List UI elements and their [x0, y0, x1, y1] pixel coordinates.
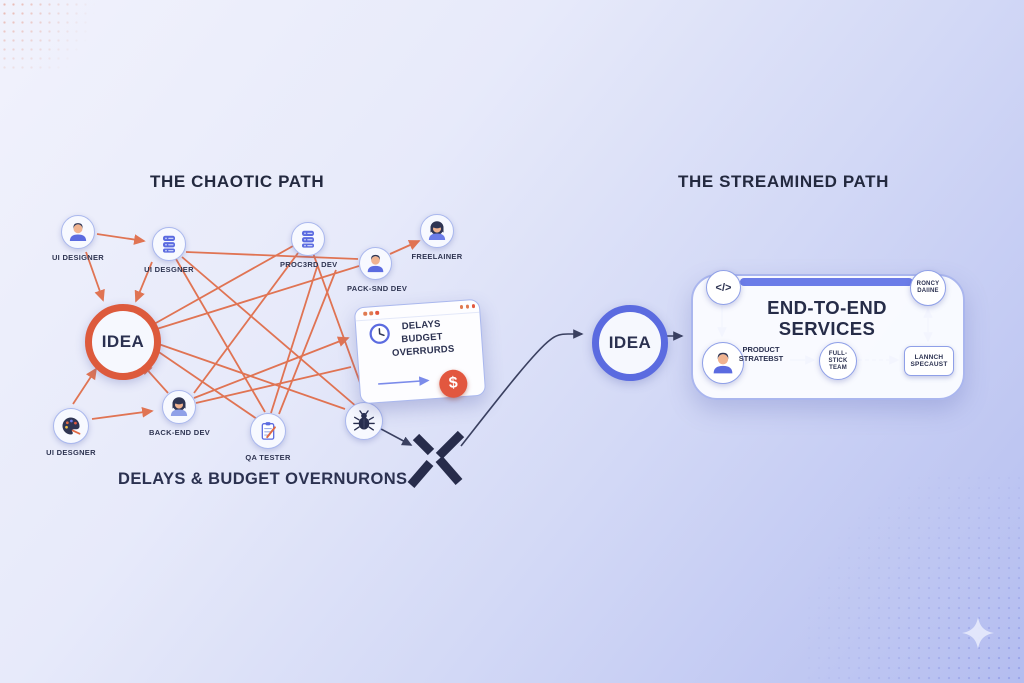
window-dot: [459, 304, 464, 309]
warning-card: DELAYS BUDGET OVERRURDS $: [353, 298, 487, 405]
broken-x-mark: [407, 430, 465, 488]
man-avatar-icon: [713, 352, 733, 374]
node-ui-designer-1: UI DESIGNER: [50, 215, 106, 262]
woman-avatar-icon: [162, 390, 196, 424]
bug-icon: [345, 402, 383, 440]
node-ui-desgner-2: UI DESGNER: [141, 227, 197, 274]
node-ui-desgner-3: UI DESGNER: [43, 408, 99, 457]
node-qa-tester: QA TESTER: [240, 413, 296, 462]
window-dot: [363, 311, 367, 316]
chaotic-path-title: THE CHAOTIC PATH: [150, 172, 325, 191]
badge-circle: RONCY DAIINE: [910, 270, 946, 306]
node-back-end-dev: BACK-END DEV: [149, 390, 210, 437]
card-top-strip: [740, 278, 913, 286]
card-title: END-TO-END SERVICES: [767, 297, 887, 339]
dollar-icon: $: [438, 368, 469, 399]
man-avatar-icon: [358, 247, 392, 280]
node-freelainer: FREELAINER: [409, 214, 465, 261]
node-proc3rd-dev: PROC3RD DEV: [280, 222, 337, 269]
cost-arrow: [378, 376, 430, 386]
product-strategist-avatar: [702, 342, 744, 384]
man-avatar-icon: [61, 215, 95, 249]
chaotic-caption: DELAYS & BUDGET OVERNURONS: [118, 470, 408, 488]
clipboard-icon: [250, 413, 286, 449]
window-dot: [471, 304, 476, 308]
idea-node-chaotic: IDEA: [85, 304, 161, 380]
woman-avatar-icon: [420, 214, 454, 248]
step-product-strategist: PRODUCT STRATEBST: [738, 345, 784, 363]
database-icon: [152, 227, 186, 261]
node-pack-snd-dev: PACK-SND DEV: [347, 247, 407, 293]
sparkle-icon: [962, 617, 994, 649]
window-dot: [375, 310, 379, 315]
code-icon: </>: [706, 270, 741, 305]
window-dot: [465, 304, 470, 309]
warning-card-text: DELAYS BUDGET OVERRURDS: [391, 318, 455, 359]
palette-icon: [53, 408, 89, 444]
window-dot: [369, 311, 373, 315]
database-icon: [291, 222, 325, 256]
step-launch-specialist: LANNCH SPECAUST: [904, 346, 954, 376]
clock-icon: [367, 321, 393, 352]
node-bug: [345, 402, 383, 440]
streamlined-path-title: THE STREAMINED PATH: [678, 172, 889, 191]
dot-texture-top-left: [0, 0, 95, 75]
step-full-stack-team: FULL- STICK TEAM: [819, 342, 857, 380]
idea-node-streamlined: IDEA: [592, 305, 668, 381]
dot-texture-bottom-right: [804, 473, 1024, 683]
